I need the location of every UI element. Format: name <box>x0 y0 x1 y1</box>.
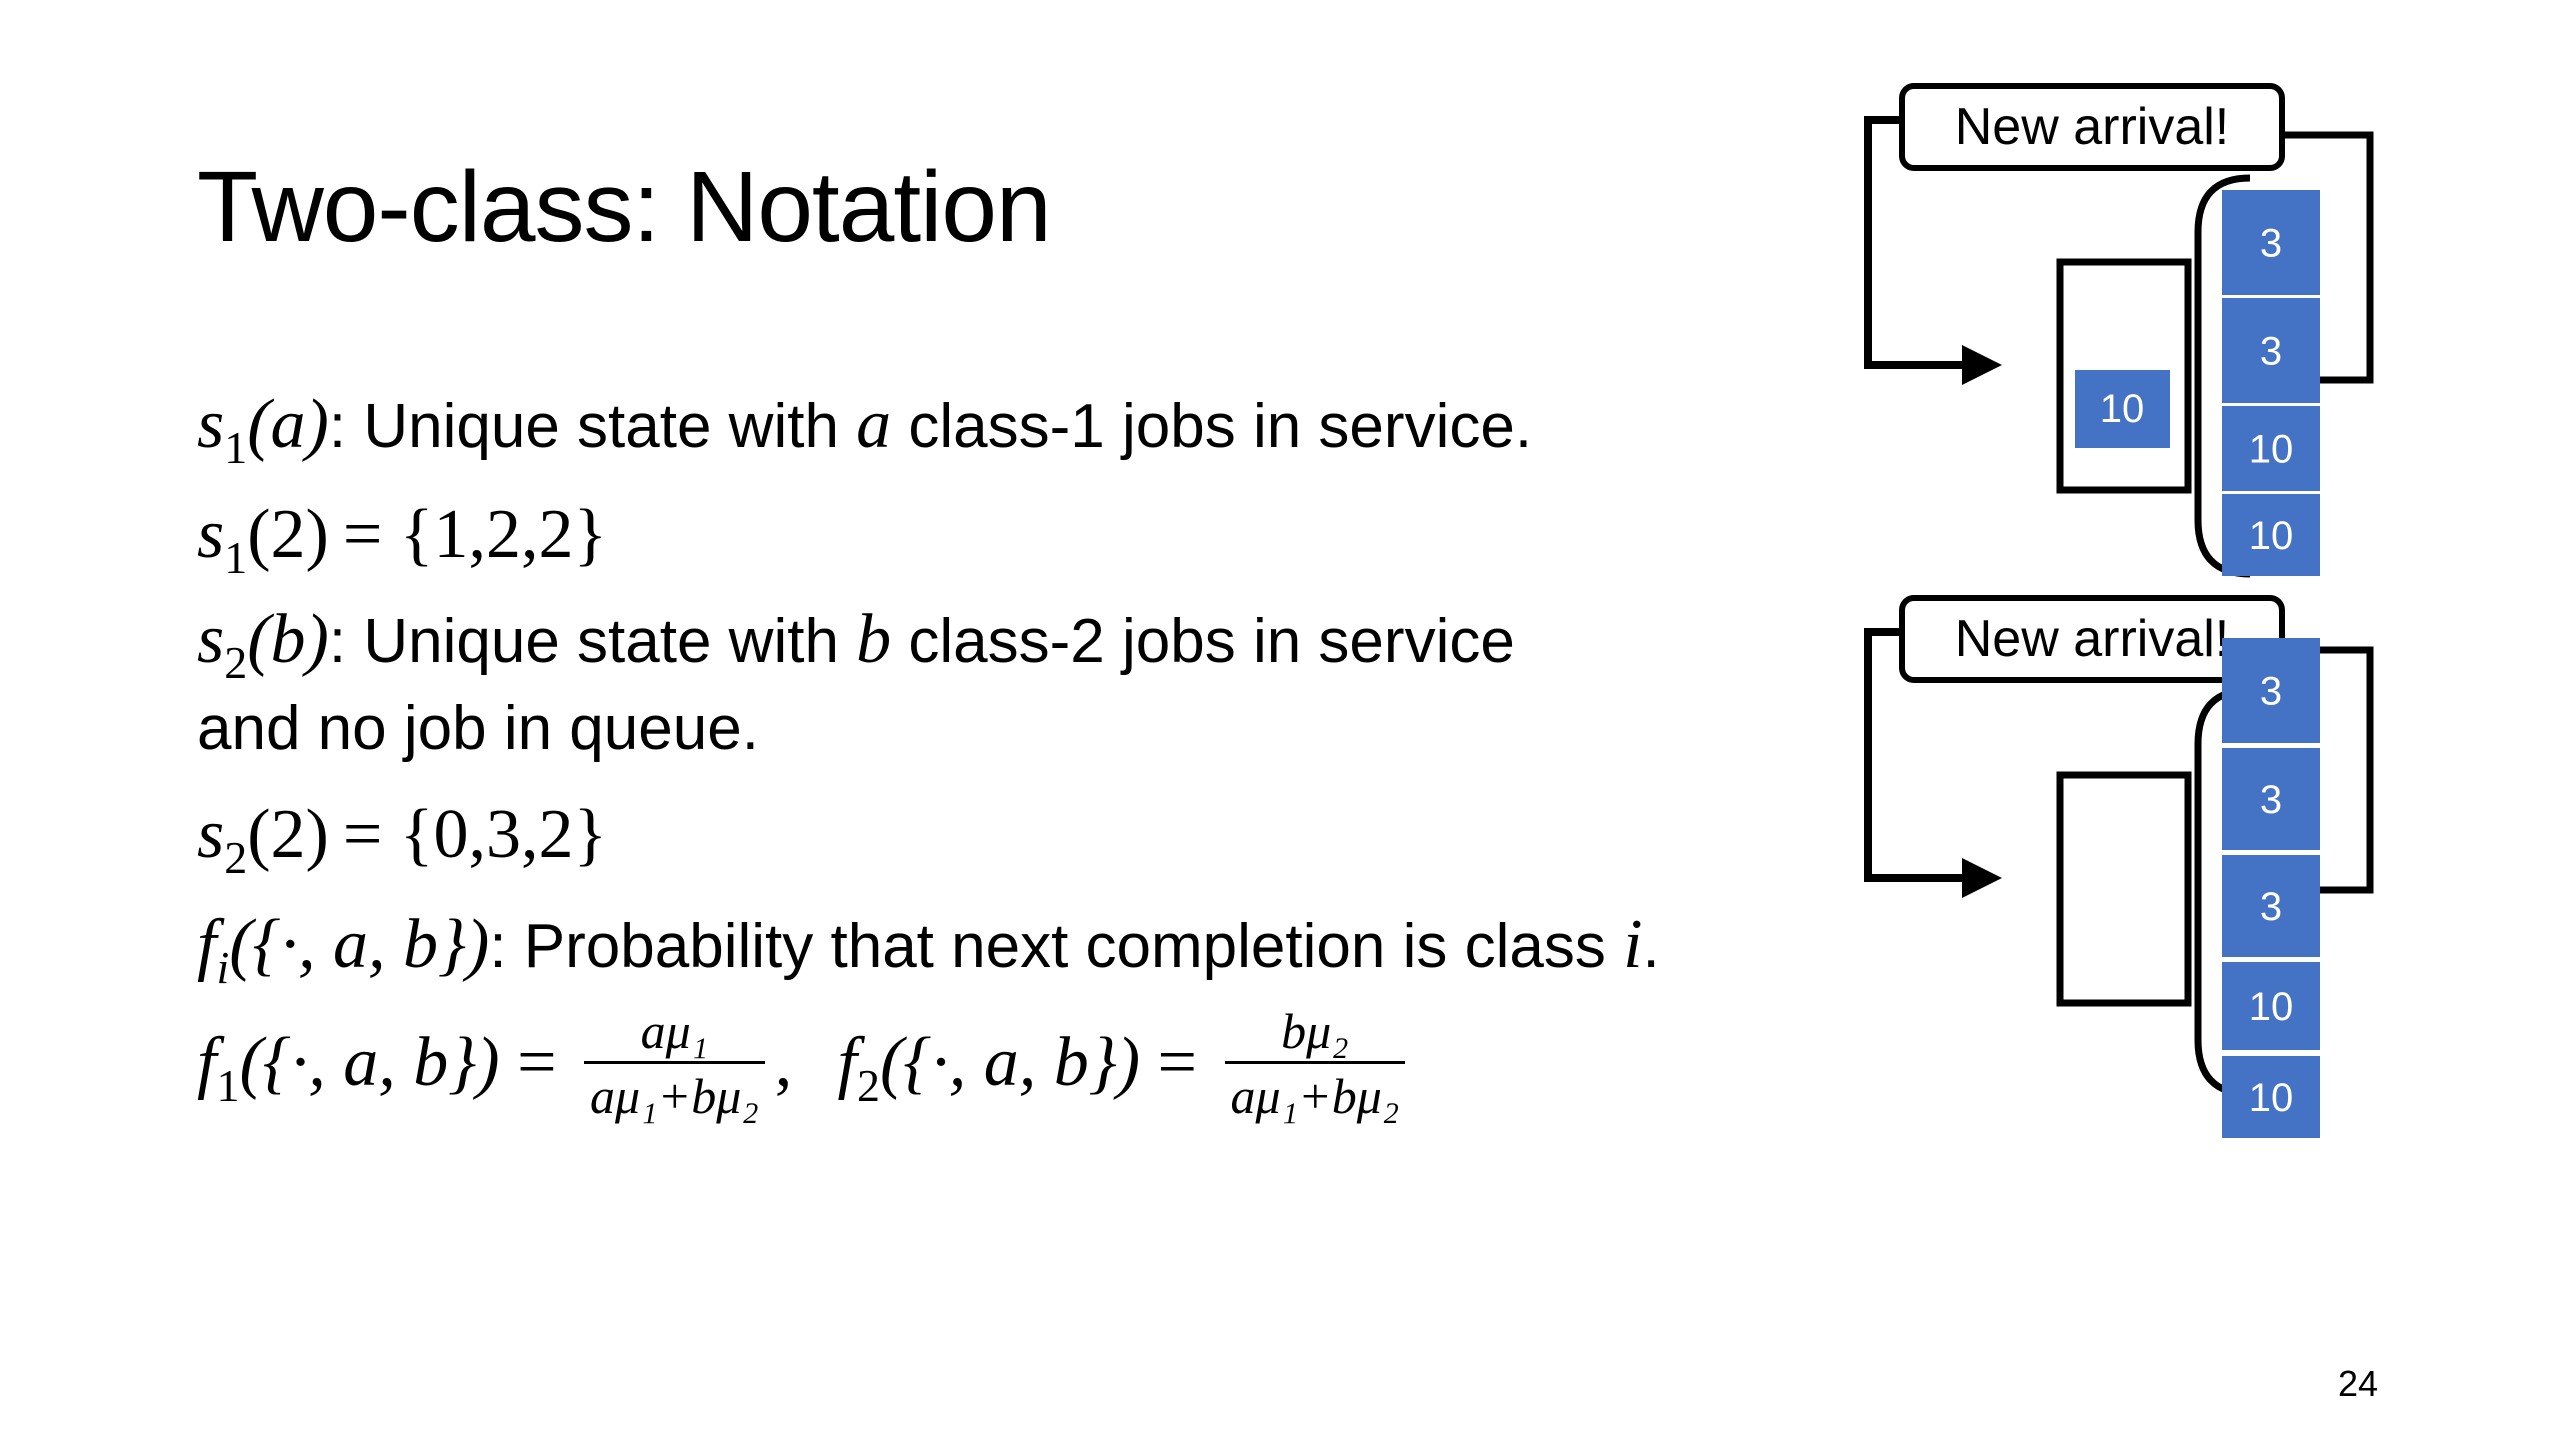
callout-connector <box>2272 646 2374 894</box>
math-symbol: f <box>837 1023 857 1101</box>
math-subscript: 2 <box>224 832 248 883</box>
bottom-diagram: New arrival! 3 3 3 10 10 <box>1864 595 2374 1138</box>
queue-job <box>2222 190 2320 295</box>
top-diagram: New arrival! 10 3 3 10 10 <box>1864 83 2374 578</box>
math-argument: (b) <box>247 601 329 678</box>
arrival-arrow-line <box>1864 116 1965 369</box>
queue-job-label: 10 <box>2249 985 2294 1029</box>
fraction-denominator: aμ₁+bμ₂ <box>590 1068 759 1124</box>
arrival-arrow-line <box>1864 628 1965 882</box>
queue-job <box>2222 406 2320 491</box>
callout-text: New arrival! <box>1955 98 2230 156</box>
queue-job-label: 3 <box>2260 330 2282 374</box>
math-symbol: f <box>197 906 217 983</box>
queue-job-label: 10 <box>2249 1076 2294 1120</box>
server-job-label: 10 <box>2100 387 2145 431</box>
math-comma: , <box>774 1023 793 1101</box>
definition-text: : Unique state with <box>328 607 857 676</box>
math-subscript: 1 <box>224 532 248 583</box>
definition-text: and no job in queue. <box>197 694 759 763</box>
math-subscript: 2 <box>856 1059 880 1111</box>
math-symbol: s <box>197 601 225 678</box>
math-variable: i <box>1623 906 1643 983</box>
fraction-numerator: aμ₁ <box>584 1001 765 1064</box>
queue-job <box>2222 1056 2320 1138</box>
math-argument: (a) <box>247 386 329 463</box>
arrival-arrow-head <box>1962 858 2002 898</box>
queue-jobs: 3 3 10 10 <box>2222 190 2320 576</box>
math-symbol: s <box>197 386 225 463</box>
slide-title: Two-class: Notation <box>197 151 1052 263</box>
definition-text: : Probability that next completion is cl… <box>489 912 1624 981</box>
math-argument: ({·, a, b}) <box>229 906 490 983</box>
math-equals: = <box>499 1023 575 1101</box>
math-subscript: i <box>216 942 230 993</box>
fraction-denominator: aμ₁+bμ₂ <box>1230 1068 1400 1124</box>
queue-job <box>2222 638 2320 743</box>
notation-s2-definition: s2(b): Unique state with b class-2 jobs … <box>197 600 1515 688</box>
math-argument: (2) <box>247 796 329 873</box>
callout-text: New arrival! <box>1955 610 2230 668</box>
math-variable: b <box>856 601 892 678</box>
callout-box <box>1899 83 2285 171</box>
notation-s1-definition: s1(a): Unique state with a class-1 jobs … <box>197 385 1533 473</box>
definition-text: . <box>1642 912 1660 981</box>
queue-jobs: 3 3 3 10 10 <box>2222 638 2320 1138</box>
queue-job-label: 10 <box>2249 514 2294 558</box>
math-argument: ({·, a, b}) <box>879 1023 1141 1101</box>
definition-text: class-1 jobs in service. <box>891 392 1533 461</box>
definition-text: : Unique state with <box>328 392 857 461</box>
notation-s2-example: s2(2)= {0,3,2} <box>197 795 608 883</box>
math-equation: = {0,3,2} <box>342 796 608 873</box>
math-variable: a <box>856 386 892 463</box>
queue-job-label: 10 <box>2249 428 2294 472</box>
math-equation: = {1,2,2} <box>342 496 608 573</box>
page-number: 24 <box>2338 1363 2379 1404</box>
queue-job <box>2222 748 2320 850</box>
queue-job <box>2222 855 2320 957</box>
notation-s2-definition-continued: and no job in queue. <box>197 693 759 764</box>
arrival-arrow-head <box>1962 345 2002 385</box>
queue-job <box>2222 962 2320 1050</box>
math-symbol: f <box>197 1023 217 1101</box>
notation-s1-example: s1(2)= {1,2,2} <box>197 495 608 583</box>
math-argument: ({·, a, b}) <box>239 1023 500 1101</box>
math-subscript: 1 <box>216 1059 240 1111</box>
server-job <box>2075 370 2170 448</box>
notation-fi-definition: fi({·, a, b}): Probability that next com… <box>197 905 1660 993</box>
math-argument: (2) <box>247 496 329 573</box>
queue-job-label: 3 <box>2260 885 2282 929</box>
math-symbol: s <box>197 796 225 873</box>
fraction-numerator: bμ₂ <box>1224 1001 1406 1064</box>
math-subscript: 2 <box>224 637 248 688</box>
callout-connector <box>2272 131 2374 384</box>
math-equals: = <box>1140 1023 1215 1101</box>
server-box <box>2056 771 2192 1007</box>
definition-text: class-2 jobs in service <box>891 607 1515 676</box>
queue-job <box>2222 298 2320 403</box>
queue-job <box>2222 494 2320 576</box>
math-symbol: s <box>197 496 225 573</box>
math-subscript: 1 <box>224 422 248 473</box>
queue-job-label: 3 <box>2260 222 2282 266</box>
queue-job-label: 3 <box>2260 778 2282 822</box>
queue-job-label: 3 <box>2260 670 2282 714</box>
